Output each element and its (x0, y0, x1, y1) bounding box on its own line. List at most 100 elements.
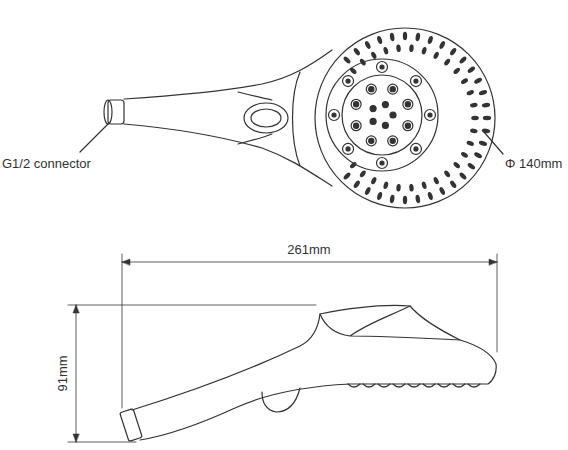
nozzle-ring (425, 110, 436, 121)
nozzle (346, 147, 350, 151)
nozzle (481, 102, 490, 108)
nozzle-ring (366, 84, 376, 94)
spray-face-centre (342, 75, 422, 155)
nozzle (383, 181, 389, 190)
nozzle (390, 87, 395, 92)
nozzle (449, 180, 457, 189)
nozzle-ring (410, 76, 421, 87)
handle-side-inner (320, 306, 460, 340)
dimension-line (122, 262, 497, 263)
nozzle-bump (408, 384, 420, 387)
nozzle-ring (403, 99, 413, 109)
nozzle-ring (366, 136, 376, 146)
nozzle (349, 67, 358, 75)
nozzle (414, 79, 418, 83)
arrowhead (122, 259, 497, 265)
nozzle-bump (453, 384, 465, 387)
nozzle (438, 40, 446, 49)
nozzle (452, 67, 461, 75)
nozzle (364, 186, 372, 195)
nozzle (458, 171, 467, 180)
nozzle (467, 162, 476, 170)
selector-button-inner (251, 109, 281, 127)
nozzle (483, 116, 491, 120)
nozzle (466, 89, 475, 96)
spray-head (315, 28, 495, 208)
nozzle (369, 87, 374, 92)
nozzle (382, 122, 388, 128)
nozzle (353, 47, 361, 56)
g12-connector-side (120, 409, 143, 442)
nozzle (380, 161, 384, 165)
nozzle-bump (363, 384, 375, 387)
nozzle (460, 151, 469, 159)
nozzle (415, 194, 421, 203)
nozzle (332, 113, 336, 117)
extension-line (122, 254, 123, 408)
nozzle (470, 102, 478, 108)
nozzle (443, 170, 451, 179)
nozzle (478, 140, 487, 147)
nozzle (438, 186, 446, 195)
nozzle (471, 116, 479, 120)
dimension-line (76, 305, 77, 442)
nozzle-ring (329, 110, 340, 121)
nozzle (449, 47, 457, 56)
nozzle (427, 35, 434, 44)
nozzle (458, 55, 467, 64)
nozzle (409, 184, 414, 192)
handle-inner-curve (293, 72, 301, 166)
nozzle (403, 32, 407, 40)
spray-face-inner (326, 59, 438, 171)
nozzle-ring (343, 76, 354, 87)
nozzle-ring (377, 62, 388, 73)
nozzle-bump (423, 384, 435, 387)
nozzle-ring (351, 99, 361, 109)
nozzle (390, 138, 395, 143)
top-view (80, 28, 503, 208)
nozzle (470, 128, 478, 134)
nozzle-ring (377, 158, 388, 169)
nozzle (354, 102, 359, 107)
nozzle (382, 102, 388, 108)
nozzle (405, 102, 410, 107)
nozzle (354, 123, 359, 128)
nozzle-bump (438, 384, 450, 387)
diameter-dimension: Φ 140mm (505, 157, 562, 170)
extension-line (68, 305, 316, 306)
nozzle (380, 65, 384, 69)
nozzle (370, 106, 376, 112)
handle-outline (124, 50, 332, 186)
nozzle (389, 194, 395, 203)
nozzle (370, 51, 377, 60)
nozzle (473, 151, 482, 159)
nozzle (433, 176, 440, 185)
nozzle (415, 33, 421, 42)
nozzle (376, 35, 383, 44)
nozzle-bump (393, 384, 405, 387)
nozzle (443, 58, 451, 67)
nozzle (364, 40, 372, 49)
nozzle (383, 46, 389, 55)
handle-side-outline (132, 305, 496, 440)
nozzle (433, 51, 440, 60)
connector-label: G1/2 connector (2, 157, 91, 170)
nozzle (370, 118, 376, 124)
nozzle (405, 123, 410, 128)
nozzle (428, 113, 432, 117)
nozzle (390, 112, 396, 118)
nozzle-ring (388, 84, 398, 94)
nozzle (346, 79, 350, 83)
nozzle (349, 161, 358, 169)
nozzle (342, 55, 351, 64)
nozzle (376, 191, 383, 200)
handle-ridge (238, 92, 272, 144)
arrowhead (73, 305, 79, 442)
nozzle-ring (388, 136, 398, 146)
nozzle-bump (378, 384, 390, 387)
nozzle-pattern (329, 32, 492, 204)
nozzle (466, 140, 475, 147)
nozzle (478, 89, 487, 96)
